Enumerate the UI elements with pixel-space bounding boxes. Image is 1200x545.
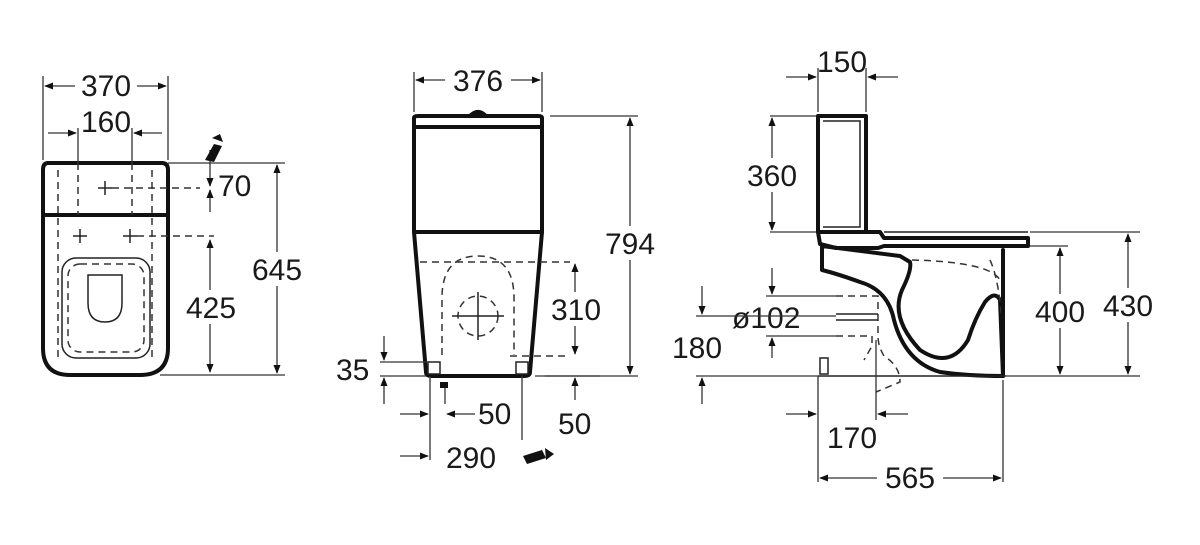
dim-side-cistern-depth: 150 bbox=[817, 46, 867, 79]
dim-side-outlet-from-wall: 170 bbox=[827, 422, 877, 455]
top-view-seat bbox=[61, 257, 151, 359]
dim-front-supply-position: 290 bbox=[446, 442, 496, 475]
side-view-cistern bbox=[816, 114, 868, 234]
front-view-wall-symbol bbox=[523, 450, 546, 464]
top-view-bowl-opening bbox=[87, 274, 123, 323]
dim-top-width: 370 bbox=[81, 70, 131, 103]
side-view-hidden-outlet bbox=[836, 295, 901, 393]
dim-side-bowl-height: 400 bbox=[1035, 296, 1085, 329]
front-view-pedestal bbox=[412, 230, 544, 378]
dim-side-projection: 565 bbox=[885, 462, 935, 495]
top-view-bowl bbox=[67, 263, 145, 353]
front-view-cistern bbox=[412, 114, 544, 234]
front-view: 376 794 310 35 50 50 290 bbox=[336, 62, 663, 475]
top-view-wall-symbol bbox=[205, 144, 222, 162]
dim-side-outlet-height: 180 bbox=[672, 332, 722, 365]
dim-top-depth: 645 bbox=[252, 254, 302, 287]
dim-side-outlet-diameter: ø102 bbox=[732, 302, 800, 335]
dim-front-width: 376 bbox=[453, 65, 503, 98]
dim-side-cistern-height: 360 bbox=[747, 160, 797, 193]
side-view-seat bbox=[816, 230, 1030, 250]
dim-top-hole-spacing: 160 bbox=[81, 106, 131, 139]
side-view: 150 360 ø102 180 400 430 170 bbox=[672, 46, 1161, 495]
top-view-body-outline bbox=[41, 161, 170, 377]
dim-front-outlet-height: 310 bbox=[551, 294, 601, 327]
dim-front-supply-offset: 50 bbox=[478, 398, 511, 431]
front-view-hidden-outlet bbox=[441, 255, 515, 355]
top-view-fixing-mark bbox=[73, 181, 137, 243]
dim-front-base-offset: 35 bbox=[336, 354, 369, 387]
dim-front-height: 794 bbox=[605, 228, 655, 261]
dim-top-fixing-to-rear: 425 bbox=[186, 292, 236, 325]
top-view: 370 160 70 425 645 bbox=[41, 68, 308, 377]
dim-front-outlet-below: 50 bbox=[558, 408, 591, 441]
dim-top-hole-offset: 70 bbox=[218, 170, 251, 203]
dim-side-seat-height: 430 bbox=[1103, 290, 1153, 323]
side-view-bowl bbox=[820, 244, 1005, 378]
